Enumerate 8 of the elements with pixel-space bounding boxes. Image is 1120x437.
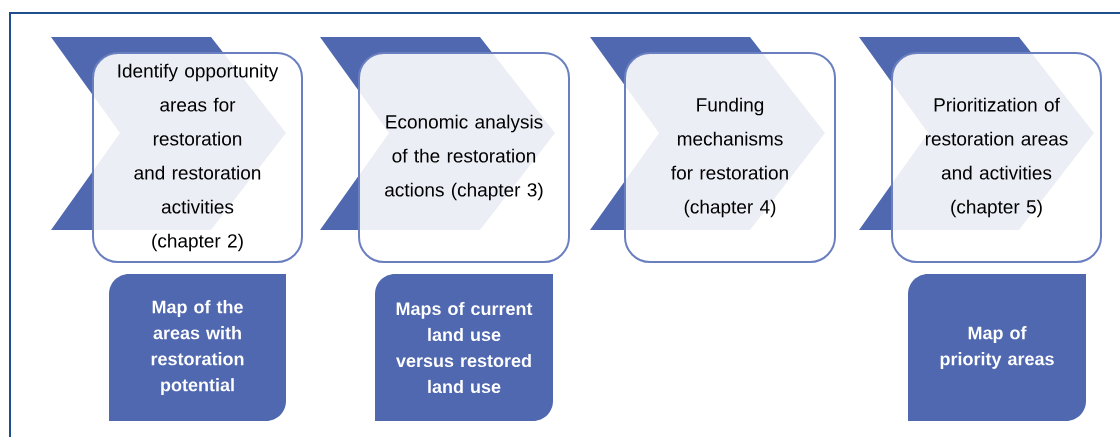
chevron-step-box: Identify opportunity areas for restoration and restoration activities (chapter 2): [51, 37, 303, 263]
output-box: Maps of current land use versus restored land use: [375, 274, 553, 421]
chevron-step-box: Funding mechanisms for restoration (chapter 4): [590, 37, 836, 263]
chevron-step-box: Prioritization of restoration areas and activities (chapter 5): [859, 37, 1102, 263]
output-box: Map of priority areas: [908, 274, 1086, 421]
chevron-step-box: Economic analysis of the restoration actions (chapter 3): [320, 37, 570, 263]
output-box: Map of the areas with restoration potential: [109, 274, 286, 421]
node-label: (chapter 2): [152, 233, 243, 252]
